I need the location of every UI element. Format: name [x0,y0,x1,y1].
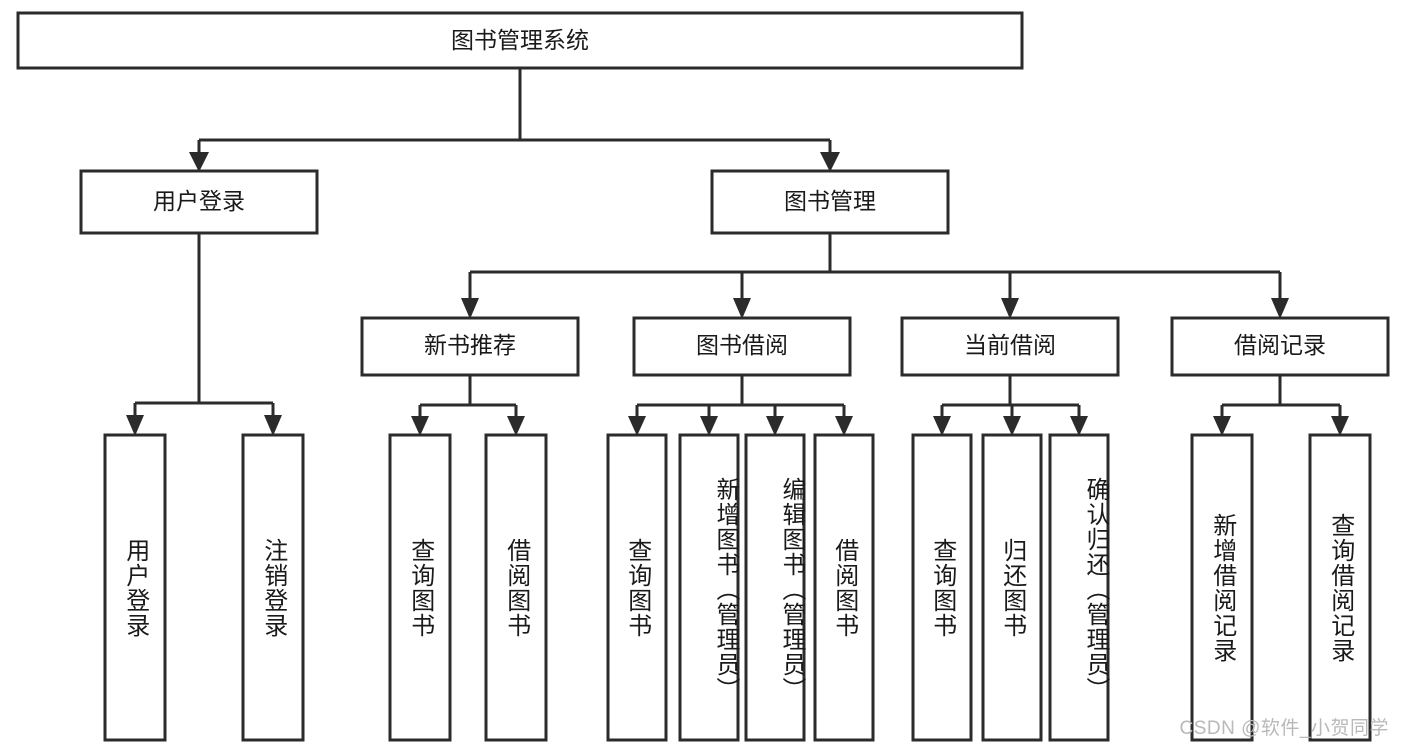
leaf-box-query-book-borrow[interactable] [606,433,668,742]
arrow-head-leaf-confirm-return-admin [1070,416,1088,436]
node-new-book-recommend-label: 新书推荐 [424,332,516,358]
arrow-head-leaf-add-book-admin [700,416,718,436]
connector-group-current-borrow [933,375,1088,436]
node-book-borrow-label: 图书借阅 [696,332,788,358]
leaf-box-confirm-return-admin[interactable] [1048,433,1110,742]
node-root-box[interactable] [16,11,1024,70]
node-book-management[interactable]: 图书管理 [710,169,950,235]
arrow-head-leaf-query-book-recommend [411,416,429,436]
node-user-login-box[interactable] [79,169,319,235]
leaf-box-logout-login[interactable] [241,433,305,742]
leaf-box-return-book[interactable] [981,433,1043,742]
leaf-box-add-book-admin[interactable] [678,433,740,742]
csdn-watermark: CSDN @软件_小贺同学 [1179,718,1389,739]
node-current-borrow-label: 当前借阅 [964,332,1056,358]
arrow-head-leaf-query-borrow-record [1331,416,1349,436]
node-book-borrow[interactable]: 图书借阅 [632,316,852,377]
arrow-head-leaf-borrow-book [835,416,853,436]
arrow-head-leaf-borrow-book-recommend [507,416,525,436]
node-current-borrow[interactable]: 当前借阅 [900,316,1120,377]
node-borrow-record-label: 借阅记录 [1234,332,1326,358]
leaf-box-edit-book-admin[interactable] [744,433,806,742]
arrow-head-to-book-management [820,152,840,172]
node-root[interactable]: 图书管理系统 [16,11,1024,70]
node-borrow-record[interactable]: 借阅记录 [1170,316,1390,377]
connector-group-book-borrow [628,375,853,436]
connector-group-user-login [126,233,282,436]
connector-group-root [189,68,840,172]
leaf-box-borrow-book-recommend[interactable] [484,433,548,742]
leaf-box-add-borrow-record[interactable] [1190,433,1254,742]
arrow-head-leaf-edit-book-admin [766,416,784,436]
connector-group-borrow-record [1213,375,1349,436]
connector-group-new-book-recommend [411,375,525,436]
leaf-box-group [103,433,1372,742]
node-borrow-record-box[interactable] [1170,316,1390,377]
arrow-head-book-borrow [733,298,751,319]
node-user-login-label: 用户登录 [153,188,245,214]
leaf-box-query-borrow-record[interactable] [1308,433,1372,742]
node-root-label: 图书管理系统 [451,27,589,53]
arrow-head-leaf-logout-login [264,415,282,436]
node-current-borrow-box[interactable] [900,316,1120,377]
arrow-head-current-borrow [1001,298,1019,319]
leaf-box-borrow-book[interactable] [813,433,875,742]
node-book-management-label: 图书管理 [784,188,876,214]
arrow-head-leaf-return-book [1003,416,1021,436]
arrow-head-leaf-query-book-borrow [628,416,646,436]
arrow-head-new-book-recommend [461,298,479,319]
node-new-book-recommend-box[interactable] [360,316,580,377]
node-new-book-recommend[interactable]: 新书推荐 [360,316,580,377]
arrow-head-leaf-query-book-current [933,416,951,436]
arrow-head-borrow-record [1271,298,1289,319]
arrow-head-to-user-login [189,152,209,172]
node-user-login[interactable]: 用户登录 [79,169,319,235]
node-book-management-box[interactable] [710,169,950,235]
arrow-head-leaf-user-login [126,415,144,436]
node-book-borrow-box[interactable] [632,316,852,377]
arrow-head-leaf-add-borrow-record [1213,416,1231,436]
connector-group-book-management [461,233,1289,319]
leaf-box-query-book-recommend[interactable] [388,433,452,742]
leaf-box-query-book-current[interactable] [911,433,973,742]
leaf-box-user-login[interactable] [103,433,167,742]
